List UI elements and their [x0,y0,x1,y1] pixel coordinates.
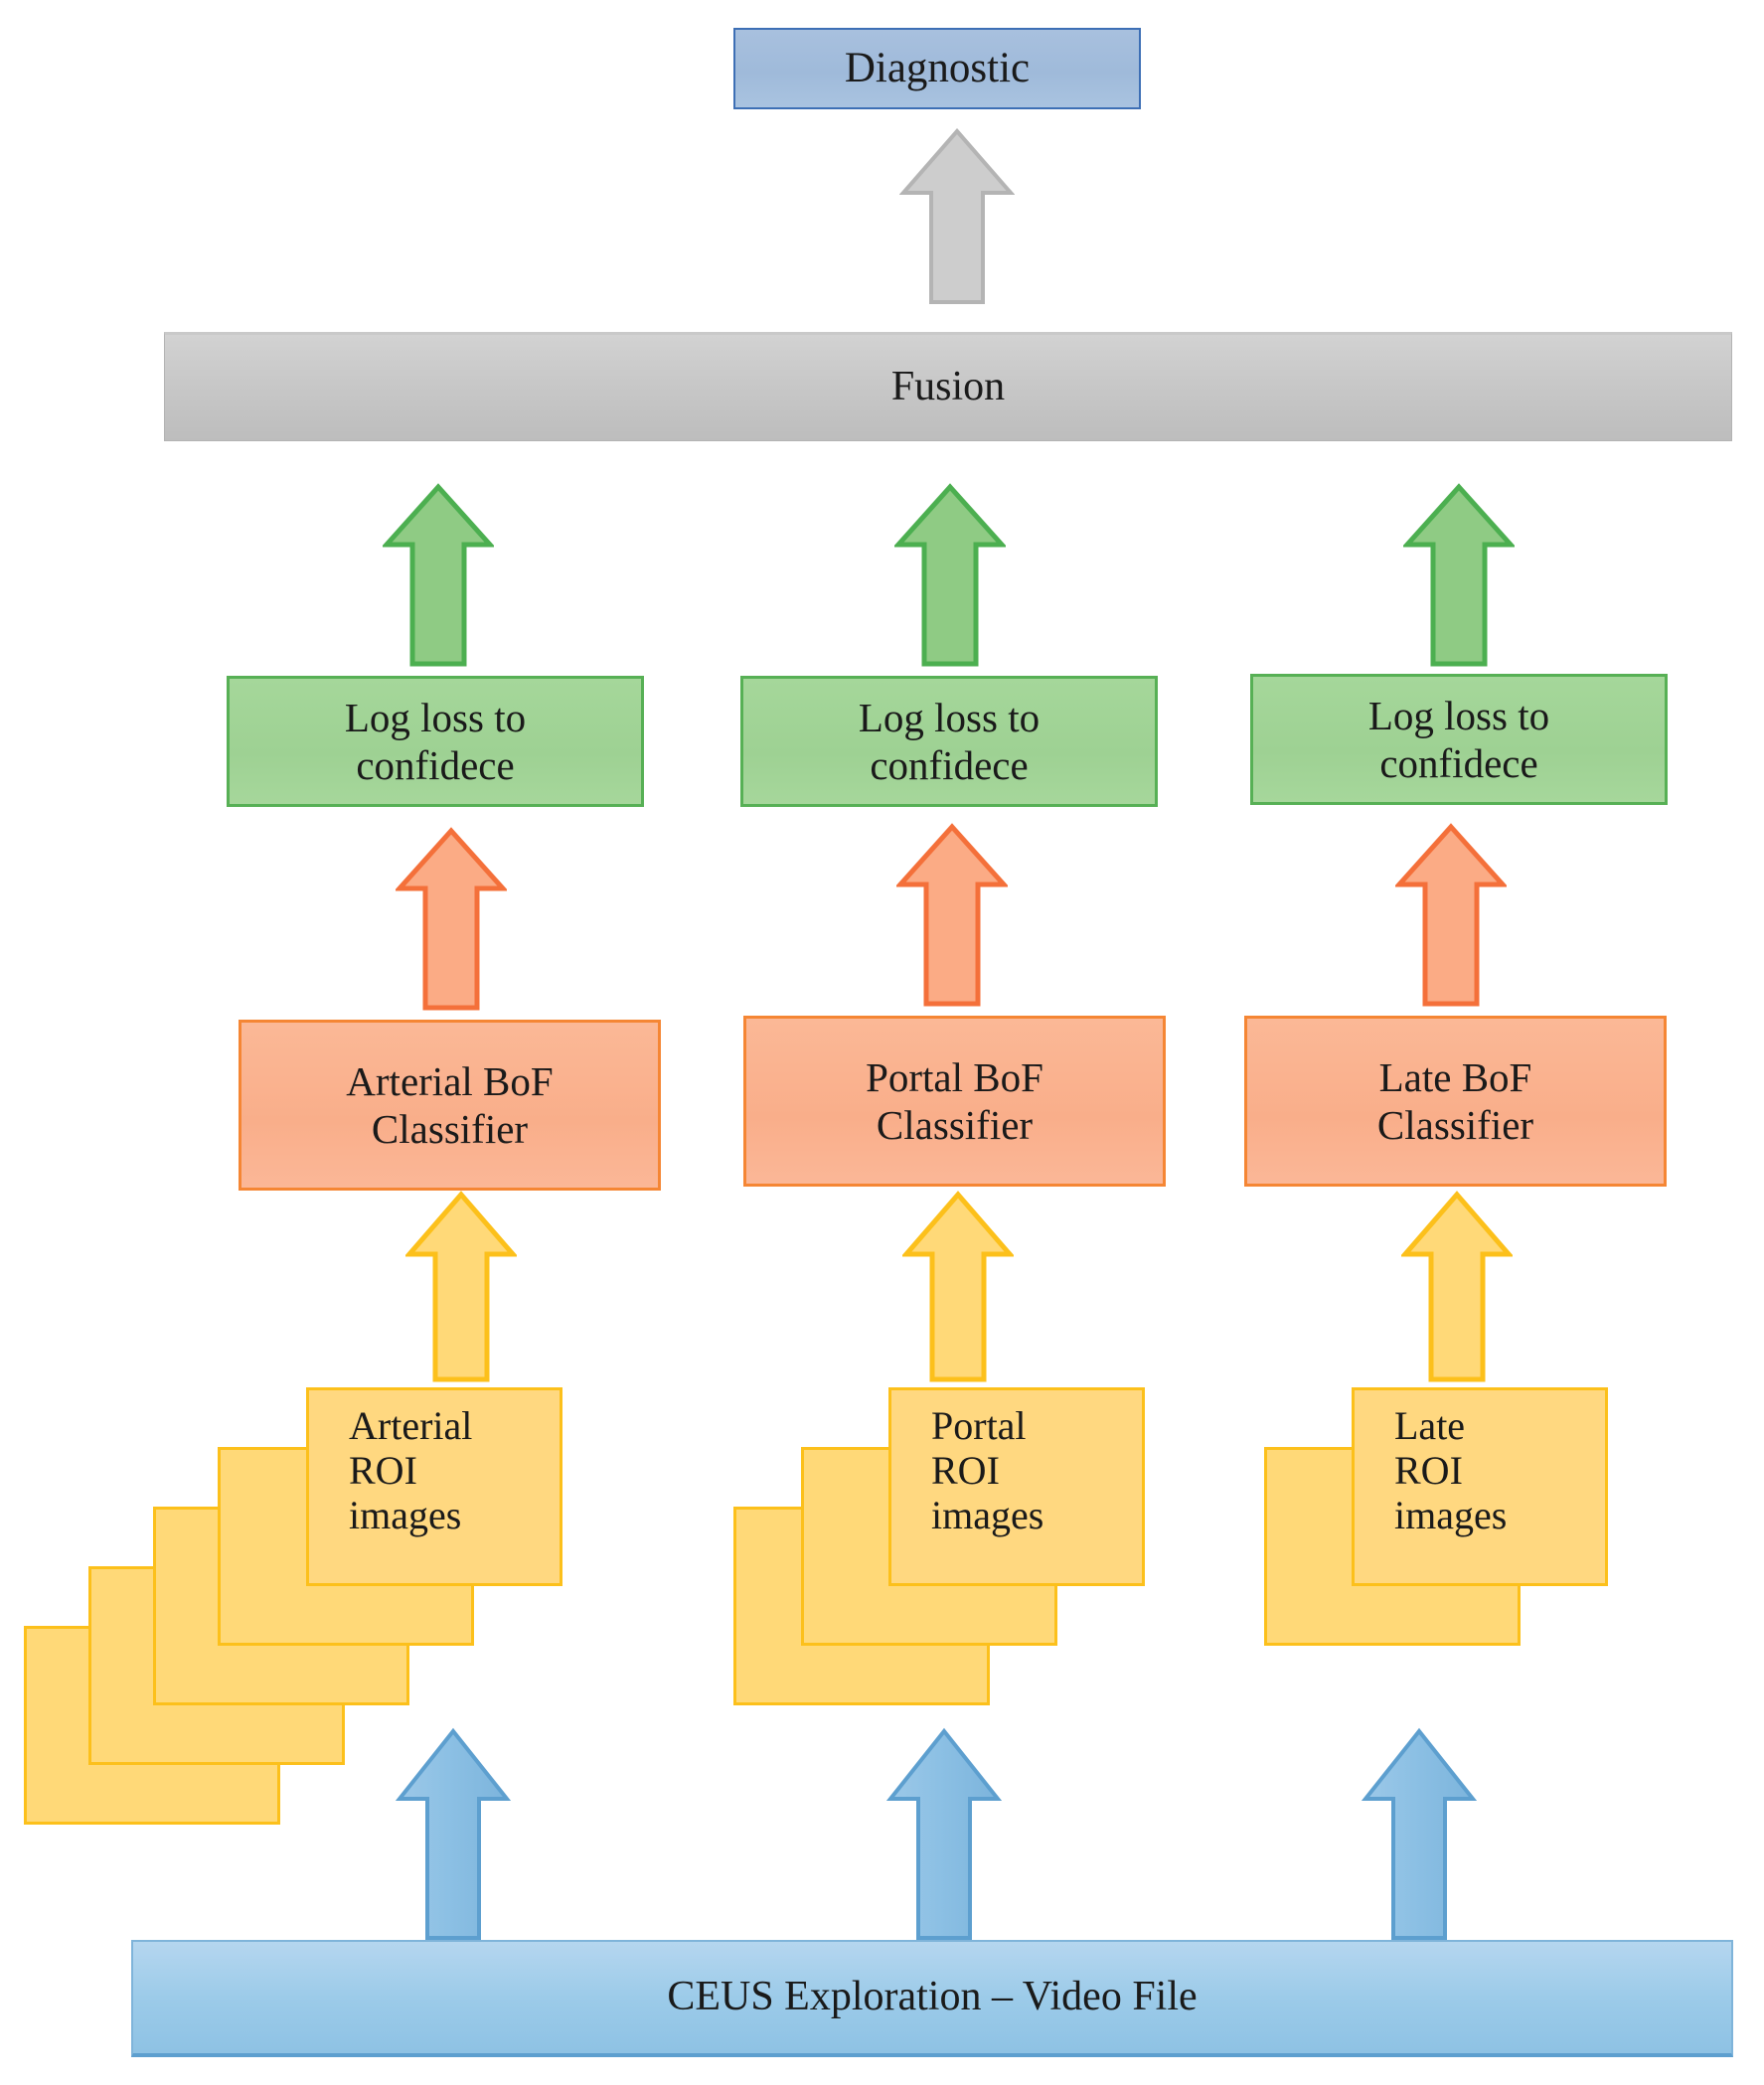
source-to-roi-arrow-arterial [396,1727,511,1942]
source-node[interactable]: CEUS Exploration – Video File [131,1940,1733,2057]
roi-stack-arterial[interactable]: Arterial ROI images [24,1387,600,1825]
classifier-node-portal[interactable]: Portal BoF Classifier [743,1016,1166,1187]
classifier-to-confidence-arrow-portal [896,823,1008,1008]
confidence-to-fusion-arrow-portal [894,483,1006,668]
classifier-node-late[interactable]: Late BoF Classifier [1244,1016,1667,1187]
confidence-to-fusion-arrow-late [1403,483,1515,668]
roi-stack-portal[interactable]: Portal ROI images [733,1387,1181,1765]
confidence-node-late[interactable]: Log loss to confidece [1250,674,1668,805]
roi-stack-late[interactable]: Late ROI images [1264,1387,1642,1705]
roi-card-back-1 [218,1447,474,1646]
classifier-to-confidence-arrow-late [1395,823,1507,1008]
confidence-node-portal[interactable]: Log loss to confidece [740,676,1158,807]
roi-to-classifier-arrow-late [1401,1191,1513,1383]
source-to-roi-arrow-portal [886,1727,1002,1942]
classifier-node-arterial[interactable]: Arterial BoF Classifier [239,1020,661,1191]
confidence-node-arterial[interactable]: Log loss to confidece [227,676,644,807]
roi-to-classifier-arrow-portal [902,1191,1014,1383]
roi-to-classifier-arrow-arterial [405,1191,517,1383]
fusion-node[interactable]: Fusion [164,332,1732,441]
roi-card-back-1 [1264,1447,1521,1646]
diagnostic-node[interactable]: Diagnostic [733,28,1141,109]
fusion-to-diagnostic-arrow [899,127,1015,306]
classifier-to-confidence-arrow-arterial [396,827,507,1012]
roi-card-back-1 [801,1447,1057,1646]
confidence-to-fusion-arrow-arterial [383,483,494,668]
source-to-roi-arrow-late [1362,1727,1477,1942]
